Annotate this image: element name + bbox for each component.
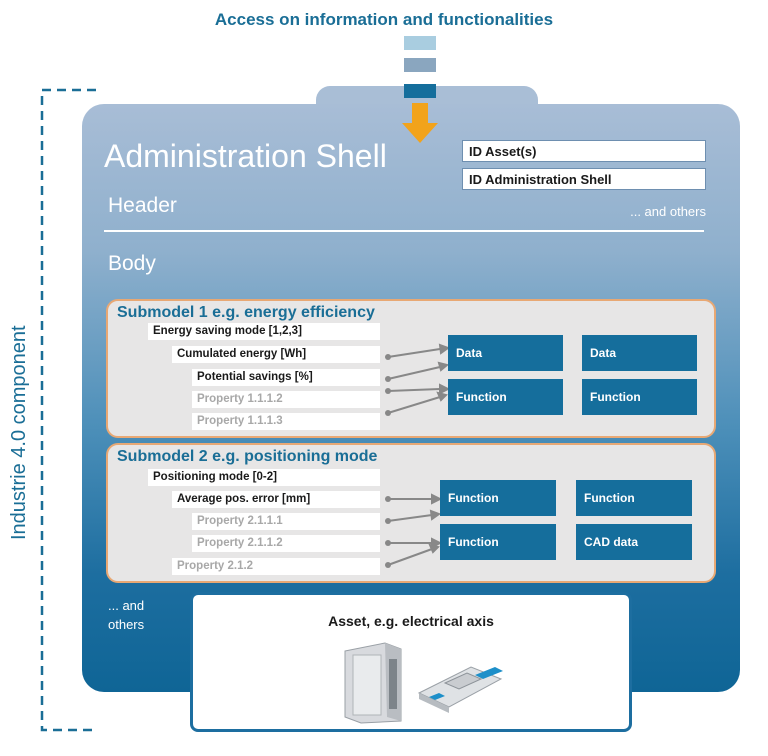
submodel-2-title: Submodel 2 e.g. positioning mode bbox=[117, 448, 378, 465]
header-label: Header bbox=[108, 194, 177, 217]
info-bar-dark bbox=[404, 84, 436, 98]
asset-title: Asset, e.g. electrical axis bbox=[328, 613, 494, 629]
submodel-2-property: Property 2.1.2 bbox=[172, 558, 380, 575]
header-others: ... and others bbox=[630, 204, 706, 219]
submodel-1-property: Property 1.1.1.3 bbox=[192, 413, 380, 430]
body-others-line-2: others bbox=[108, 617, 145, 632]
asset-box: Asset, e.g. electrical axis bbox=[190, 592, 632, 732]
id-shell-field: ID Administration Shell bbox=[462, 168, 706, 190]
down-arrow-icon bbox=[402, 103, 438, 143]
info-bar-mid bbox=[404, 58, 436, 72]
submodel-1-property: Potential savings [%] bbox=[192, 369, 380, 386]
body-others: ... and others bbox=[108, 596, 144, 634]
controller-device-icon bbox=[344, 642, 402, 724]
body-others-line-1: ... and bbox=[108, 598, 145, 613]
submodel-1-function-box: Function bbox=[448, 379, 563, 415]
submodel-2-arrows bbox=[385, 493, 443, 568]
submodel-1-property: Energy saving mode [1,2,3] bbox=[148, 323, 380, 340]
id-asset-field: ID Asset(s) bbox=[462, 140, 706, 162]
submodel-1-arrows bbox=[385, 343, 450, 416]
industrie-40-label: Industrie 4.0 component bbox=[8, 325, 30, 540]
submodel-1-title: Submodel 1 e.g. energy efficiency bbox=[117, 304, 375, 321]
access-title: Access on information and functionalitie… bbox=[214, 10, 554, 29]
submodel-2-cad-data-box: CAD data bbox=[576, 524, 692, 560]
submodel-1-data-box: Data bbox=[582, 335, 697, 371]
submodel-2-property: Average pos. error [mm] bbox=[172, 491, 380, 508]
header-divider bbox=[104, 230, 704, 232]
submodel-2: Submodel 2 e.g. positioning mode Positio… bbox=[106, 443, 716, 583]
submodel-1-property: Property 1.1.1.2 bbox=[192, 391, 380, 408]
submodel-2-property: Property 2.1.1.2 bbox=[192, 535, 380, 552]
linear-axis-icon bbox=[417, 666, 503, 713]
component-bracket bbox=[40, 88, 96, 732]
shell-title: Administration Shell bbox=[104, 138, 387, 174]
submodel-2-function-box: Function bbox=[576, 480, 692, 516]
submodel-1-function-box: Function bbox=[582, 379, 697, 415]
submodel-1: Submodel 1 e.g. energy efficiency Energy… bbox=[106, 299, 716, 438]
submodel-1-property: Cumulated energy [Wh] bbox=[172, 346, 380, 363]
submodel-2-function-box: Function bbox=[440, 480, 556, 516]
submodel-2-property: Positioning mode [0-2] bbox=[148, 469, 380, 486]
submodel-1-data-box: Data bbox=[448, 335, 563, 371]
body-label: Body bbox=[108, 252, 156, 275]
submodel-2-property: Property 2.1.1.1 bbox=[192, 513, 380, 530]
submodel-2-function-box: Function bbox=[440, 524, 556, 560]
info-bar-light bbox=[404, 36, 436, 50]
